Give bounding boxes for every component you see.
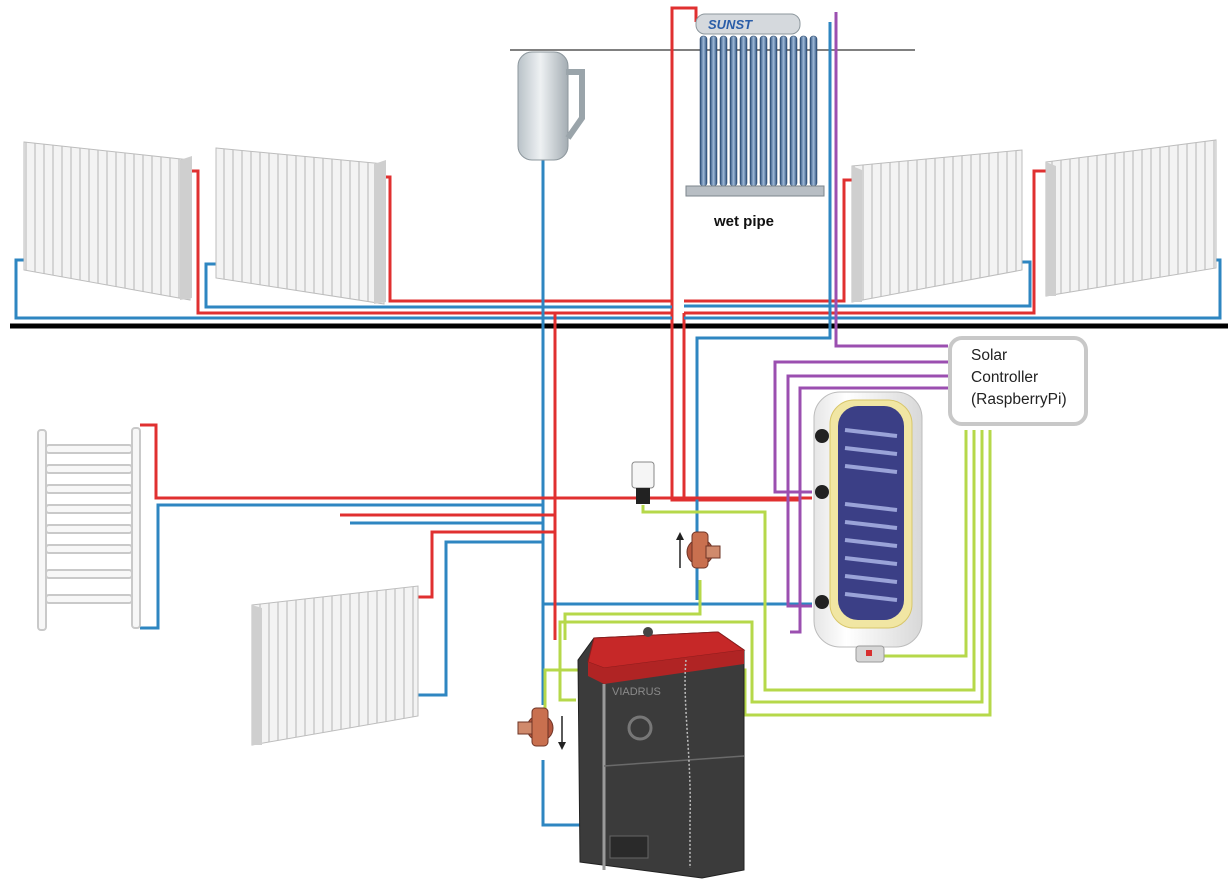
collector-brand: SUNST [708,17,753,32]
solar-collector-icon: SUNST [685,13,825,197]
lower-cold-pipes [140,503,580,827]
radiator-icon [251,585,419,746]
boiler-icon: VIADRUS [577,627,746,879]
hot-water-cylinder-icon [813,391,923,663]
collector-type-label: wet pipe [714,213,775,230]
controller-line-3: (RaspberryPi) [971,391,1067,408]
radiator-icon [1045,139,1217,297]
control-wires [543,430,992,740]
sensor-wires [773,12,948,634]
towel-rail-icon [37,427,141,631]
controller-line-1: Solar [971,347,1008,364]
circulation-pump-icon [676,531,721,569]
expansion-tank-icon [517,51,585,161]
radiator-icon [851,149,1023,303]
solar-controller-box: Solar Controller (RaspberryPi) [948,336,1088,426]
radiator-icon [215,147,386,305]
circulation-pump-icon [517,707,566,750]
thermostatic-valve-icon [631,461,655,504]
lower-hot-pipes [140,313,812,640]
controller-line-2: Controller [971,369,1039,386]
boiler-brand: VIADRUS [612,686,661,698]
radiator-icon [23,141,192,301]
